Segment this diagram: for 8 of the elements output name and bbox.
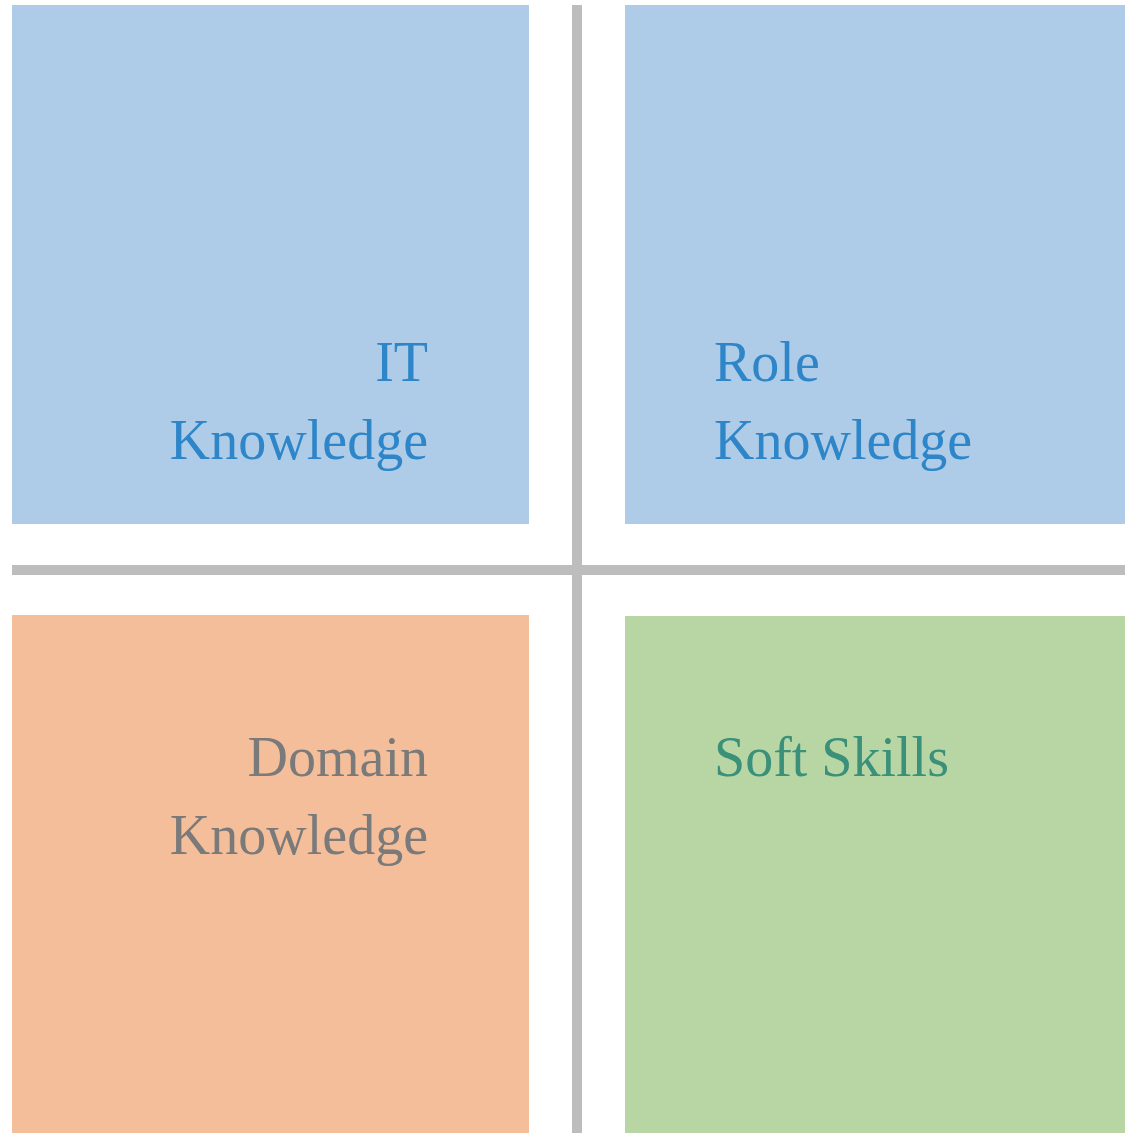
quadrant-label: Domain Knowledge [168,725,428,868]
quadrant-box [12,615,529,1133]
quadrant-box [625,5,1125,524]
quadrant-label: Soft Skills [714,725,950,790]
quadrant-box [625,616,1125,1133]
quadrant-label: IT Knowledge [168,330,428,473]
quadrant-box [12,5,529,524]
quadrant-label: Role Knowledge [714,330,974,473]
